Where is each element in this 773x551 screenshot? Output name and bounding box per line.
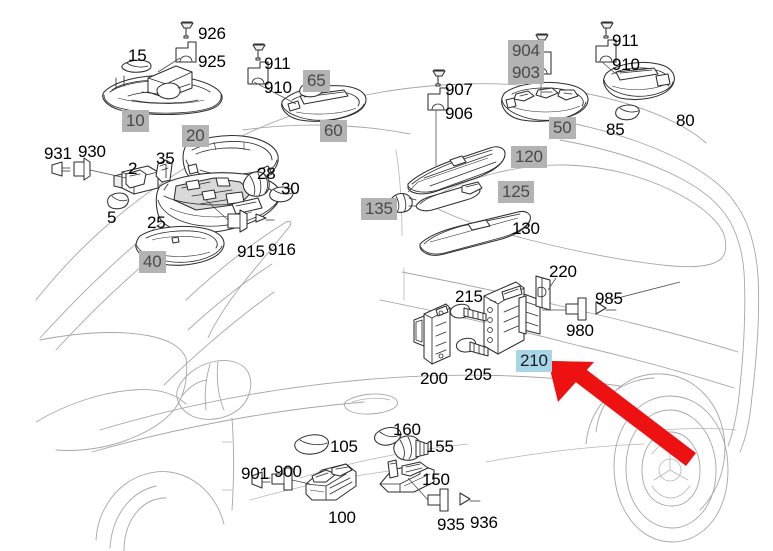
callout-label-926: 926 xyxy=(198,24,226,43)
part-80-compact-lamp xyxy=(603,61,675,101)
callout-label-904: 904 xyxy=(508,40,544,62)
pointer-arrow xyxy=(548,361,696,466)
callout-label-910: 910 xyxy=(612,55,640,74)
callout-label-100: 100 xyxy=(328,508,356,527)
callout-label-30: 30 xyxy=(281,179,300,198)
part-911-terminal-b xyxy=(600,21,614,39)
callout-label-135: 135 xyxy=(361,198,397,220)
part-901-terminal xyxy=(251,471,271,489)
part-910-connector-b xyxy=(595,39,617,63)
callout-label-2: 2 xyxy=(128,159,138,178)
callout-label-907: 907 xyxy=(445,80,473,99)
part-215-screw xyxy=(449,303,487,322)
part-125-tube-bulb xyxy=(415,181,483,212)
callout-label-215: 215 xyxy=(455,287,483,306)
callout-label-20: 20 xyxy=(182,125,209,147)
part-35-clip xyxy=(155,159,173,183)
part-916-terminal xyxy=(255,213,275,223)
callout-label-903: 903 xyxy=(508,62,544,84)
part-936-terminal xyxy=(459,492,481,506)
callout-label-925: 925 xyxy=(198,52,226,71)
callout-label-120: 120 xyxy=(511,146,547,168)
callout-label-915: 915 xyxy=(237,242,265,261)
part-220-bracket xyxy=(535,275,557,311)
part-5-bulb xyxy=(107,192,129,210)
callout-label-980: 980 xyxy=(566,321,594,340)
part-150-plate-lamp xyxy=(379,459,435,493)
part-2-switch xyxy=(113,165,159,195)
part-985-terminal xyxy=(595,301,617,315)
callout-label-40: 40 xyxy=(139,251,166,273)
callout-label-900: 900 xyxy=(274,462,302,481)
callout-label-60: 60 xyxy=(320,120,347,142)
part-925-connector xyxy=(175,41,197,63)
part-900-connector xyxy=(271,467,293,491)
callout-label-105: 105 xyxy=(330,437,358,456)
part-910-connector-a xyxy=(247,61,269,85)
part-15-bulb xyxy=(121,59,152,73)
part-120-strip-lamp xyxy=(407,146,506,195)
part-10-front-interior-lamp xyxy=(102,65,223,116)
part-28-socket xyxy=(242,171,270,197)
part-906-connector xyxy=(427,87,449,111)
callout-label-10: 10 xyxy=(122,110,149,132)
part-210-lamp-housing-right xyxy=(483,281,541,355)
callout-label-80: 80 xyxy=(676,111,695,130)
callout-label-150: 150 xyxy=(422,470,450,489)
callout-label-985: 985 xyxy=(595,289,623,308)
callout-label-931: 931 xyxy=(44,144,72,163)
part-155-socket xyxy=(393,435,429,461)
callout-label-85: 85 xyxy=(606,120,625,139)
callout-label-50: 50 xyxy=(549,117,576,139)
part-30-bulb xyxy=(269,186,294,203)
callout-label-200: 200 xyxy=(420,369,448,388)
part-100-door-courtesy-lamp xyxy=(305,463,357,501)
callout-label-906: 906 xyxy=(445,104,473,123)
callout-label-130: 130 xyxy=(512,219,540,238)
part-50-rear-interior-lamp xyxy=(501,81,589,122)
callout-label-911: 911 xyxy=(612,31,639,50)
callout-label-916: 916 xyxy=(268,240,296,259)
part-930-connector xyxy=(73,157,91,181)
callout-label-936: 936 xyxy=(470,513,498,532)
part-907-terminal xyxy=(432,69,446,87)
part-926-terminal xyxy=(180,21,194,39)
callout-label-28: 28 xyxy=(257,164,276,183)
part-105-bulb xyxy=(294,434,329,455)
part-200-lamp-housing-left xyxy=(413,303,451,365)
callout-label-901: 901 xyxy=(241,464,269,483)
callout-label-160: 160 xyxy=(393,420,421,439)
part-935-connector xyxy=(427,488,449,512)
callout-label-220: 220 xyxy=(549,262,577,281)
part-130-strip-lens xyxy=(419,210,531,256)
part-160-bulb xyxy=(374,427,402,446)
part-931-terminal xyxy=(51,161,71,177)
part-85-bulb xyxy=(615,104,640,121)
part-911-terminal-a xyxy=(252,43,266,61)
callout-label-125: 125 xyxy=(498,181,534,203)
callout-label-5: 5 xyxy=(107,208,117,227)
callout-label-35: 35 xyxy=(156,149,175,168)
callout-label-25: 25 xyxy=(147,213,166,232)
part-60-reading-lamp xyxy=(281,85,367,122)
callout-label-935: 935 xyxy=(437,515,465,534)
callout-label-910: 910 xyxy=(264,78,292,97)
callout-label-65: 65 xyxy=(303,70,330,92)
part-205-screw xyxy=(455,337,489,357)
callout-label-155: 155 xyxy=(426,437,454,456)
part-980-connector xyxy=(565,297,587,321)
callout-label-210: 210 xyxy=(516,350,552,372)
part-915-connector xyxy=(227,209,248,233)
callout-label-930: 930 xyxy=(78,142,106,161)
callout-label-911: 911 xyxy=(264,54,291,73)
callout-label-15: 15 xyxy=(128,46,147,65)
callout-label-205: 205 xyxy=(464,365,492,384)
